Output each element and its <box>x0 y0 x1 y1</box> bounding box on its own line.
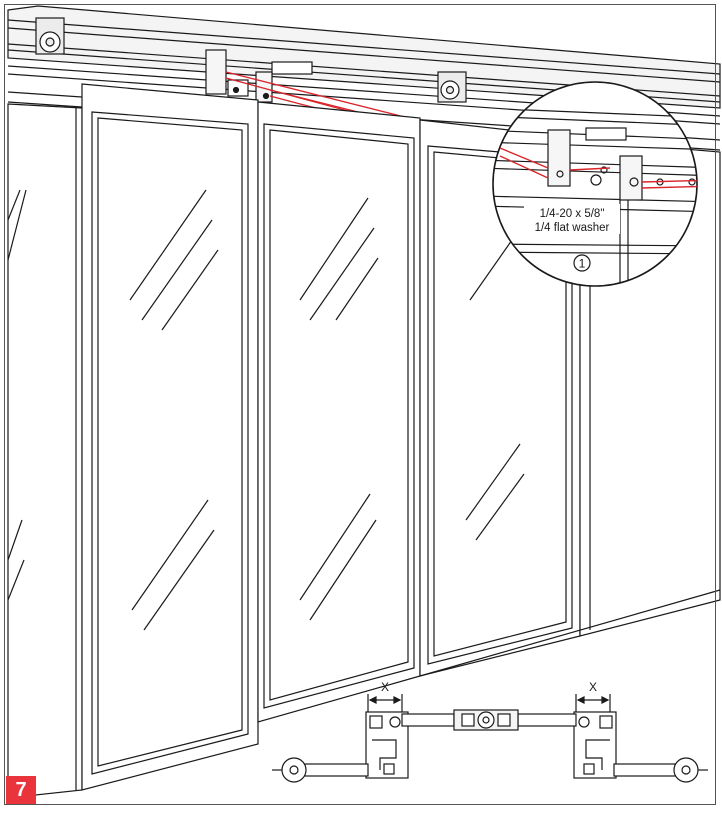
door-panel-far-left <box>7 103 83 799</box>
callout-number: 1 <box>579 257 586 271</box>
callout-bolt-spec: 1/4-20 x 5/8" <box>540 208 605 220</box>
hanger-bracket-left <box>205 49 313 97</box>
step-number-badge: 7 <box>15 779 27 801</box>
trolley-wheel-left <box>35 17 65 55</box>
trolley-wheel-right <box>437 71 467 103</box>
detail-magnifier: 1/4-20 x 5/8" 1/4 flat washer 1 <box>492 81 698 287</box>
step-badge-bg <box>6 776 36 805</box>
clearance-left-label: X <box>381 680 389 694</box>
clearance-right-label: X <box>589 680 597 694</box>
callout-number-circle <box>573 254 591 272</box>
callout-washer-spec: 1/4 flat washer <box>535 222 610 234</box>
clearance-detail: X X <box>272 680 708 783</box>
floor-line <box>419 589 721 677</box>
door-panel-center <box>257 101 421 723</box>
door-panel-left <box>81 83 259 791</box>
